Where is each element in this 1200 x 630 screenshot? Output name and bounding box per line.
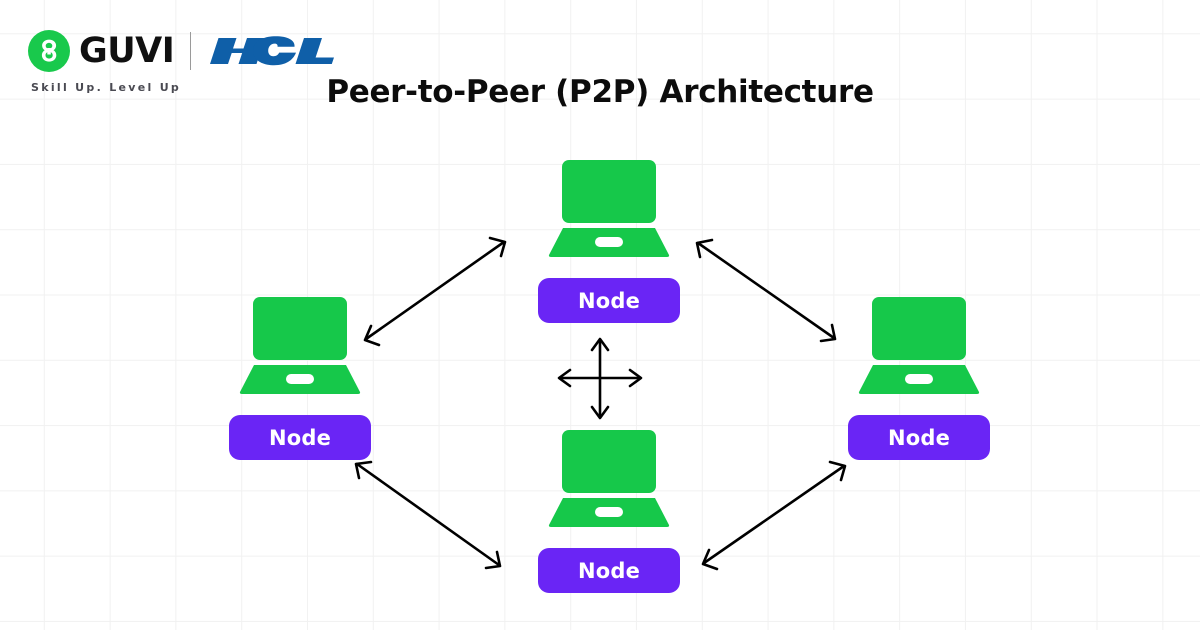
double-arrow-icon-top-right (695, 238, 837, 343)
guvi-circle-g-icon (28, 30, 70, 72)
double-arrow-icon-left-top (363, 236, 507, 347)
node-badge[interactable]: Node (229, 415, 371, 460)
four-way-arrow-icon (557, 337, 643, 420)
node-badge[interactable]: Node (538, 278, 680, 323)
page-title: Peer-to-Peer (P2P) Architecture (326, 74, 874, 110)
brand-divider (190, 32, 192, 70)
node-badge[interactable]: Node (848, 415, 990, 460)
laptop-icon (547, 428, 671, 530)
brand-row: GUVI (28, 28, 338, 74)
laptop-icon (857, 295, 981, 397)
guvi-wordmark: GUVI (79, 30, 175, 71)
double-arrow-icon-bottom-right (701, 460, 847, 571)
node-badge[interactable]: Node (538, 548, 680, 593)
brand-lockup: GUVI Skill Up. Level Up (28, 28, 338, 94)
laptop-icon (238, 295, 362, 397)
node-left[interactable]: Node (229, 295, 371, 460)
laptop-icon (547, 158, 671, 260)
brand-tagline: Skill Up. Level Up (31, 81, 182, 94)
node-top[interactable]: Node (538, 158, 680, 323)
node-bottom[interactable]: Node (538, 428, 680, 593)
double-arrow-icon-left-bottom (354, 460, 502, 570)
hcl-wordmark-icon (206, 34, 338, 68)
node-right[interactable]: Node (848, 295, 990, 460)
